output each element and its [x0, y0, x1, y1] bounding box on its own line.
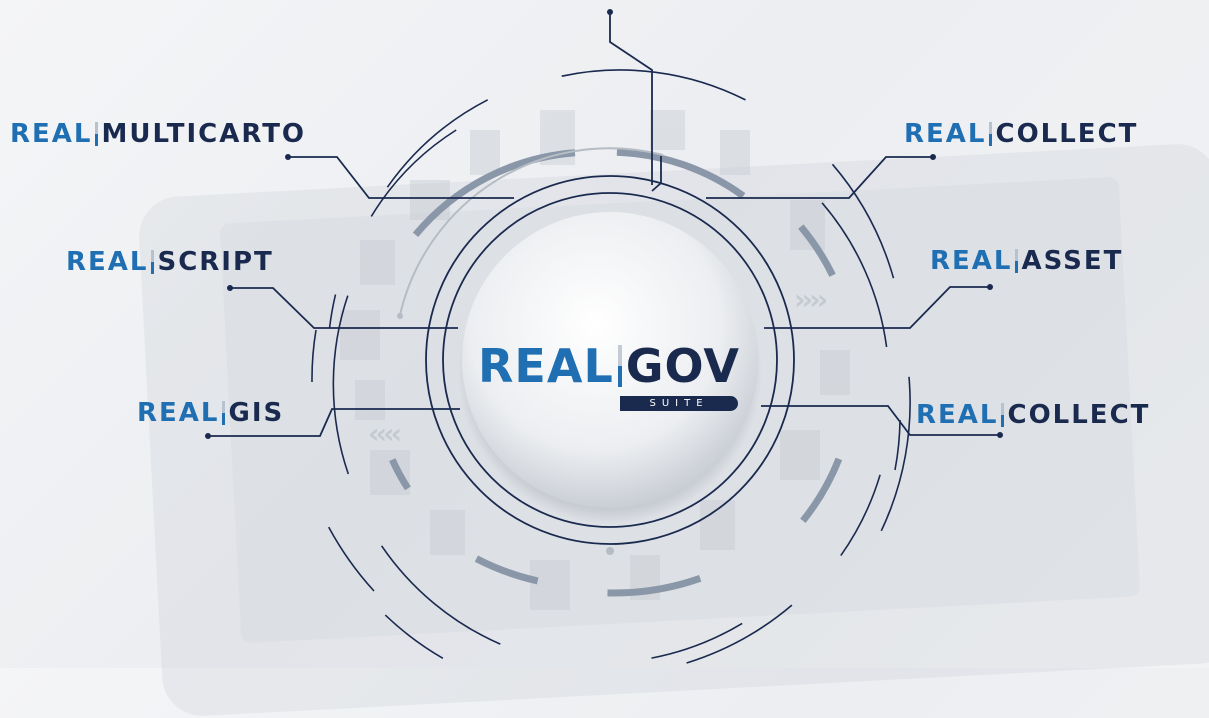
label-divider [1001, 403, 1005, 427]
product-name: COLLECT [1007, 400, 1151, 430]
chevrons-left-icon: ‹‹‹‹ [368, 417, 400, 450]
product-prefix: REAL [930, 246, 1013, 276]
product-prefix: REAL [916, 400, 999, 430]
top-connector [609, 12, 662, 192]
product-label-script: REAL SCRIPT [66, 249, 274, 275]
product-prefix: REAL [137, 398, 220, 428]
leader-lines [208, 156, 1000, 437]
logo-divider [617, 345, 622, 387]
logo-tagline: SUITE [620, 396, 738, 411]
chevrons-right-icon: ›››› [794, 283, 827, 316]
product-label-gis: REAL GIS [137, 400, 284, 426]
label-divider [989, 122, 993, 146]
product-name: MULTICARTO [101, 119, 307, 149]
decorative-blocks [340, 110, 850, 610]
product-label-collect-bottom: REAL COLLECT [916, 402, 1150, 428]
product-name: SCRIPT [157, 247, 274, 277]
outer-arcs [311, 69, 911, 664]
product-label-multicarto: REAL MULTICARTO [10, 121, 306, 147]
label-divider [95, 122, 99, 146]
product-prefix: REAL [10, 119, 93, 149]
product-name: ASSET [1021, 246, 1124, 276]
product-label-asset: REAL ASSET [930, 248, 1123, 274]
hub-diagram: ›››› ‹‹‹‹ [205, 9, 1003, 664]
inner-gray-arc [397, 147, 664, 319]
product-label-collect-top: REAL COLLECT [904, 121, 1138, 147]
product-prefix: REAL [904, 119, 987, 149]
center-button [462, 212, 758, 508]
center-rings [425, 175, 795, 545]
product-name: COLLECT [995, 119, 1139, 149]
label-divider [222, 401, 226, 425]
logo-part1: REAL [478, 339, 614, 393]
realgov-suite-logo: REAL GOV SUITE [478, 343, 740, 413]
label-divider [151, 250, 155, 274]
product-prefix: REAL [66, 247, 149, 277]
logo-part2: GOV [625, 339, 740, 393]
label-divider [1015, 249, 1019, 273]
product-name: GIS [228, 398, 285, 428]
ring-dot [606, 547, 614, 555]
top-connector-dot [607, 9, 613, 15]
leader-dots [205, 154, 1003, 439]
